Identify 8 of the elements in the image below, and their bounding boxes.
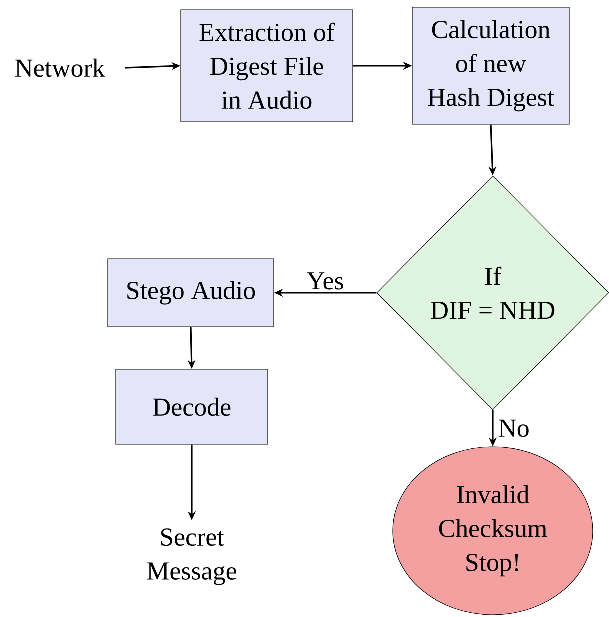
process-box: Decode: [116, 369, 268, 445]
process-box: Calculation of new Hash Digest: [412, 7, 570, 125]
process-box: Stego Audio: [108, 258, 274, 328]
output-label: Secret Message: [147, 528, 236, 586]
edge-label: Yes: [306, 272, 346, 291]
source-label: Network: [15, 58, 106, 78]
edge-label: No: [497, 418, 531, 438]
process-box: Extraction of Digest File in Audio: [180, 10, 354, 122]
